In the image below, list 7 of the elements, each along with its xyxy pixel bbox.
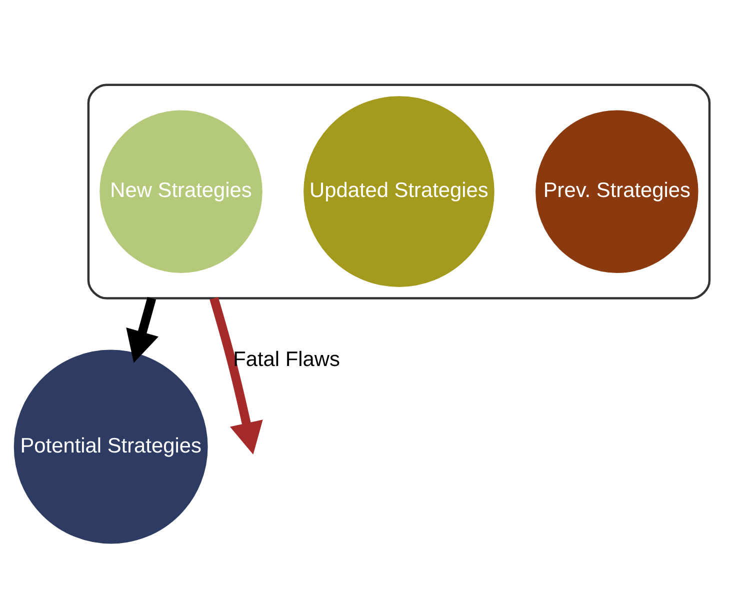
- arrow: [210, 296, 263, 455]
- node-circle: Updated Strategies: [304, 96, 494, 287]
- cluster: [87, 84, 711, 300]
- arrow: [126, 297, 159, 363]
- node-circle: New Strategies: [100, 110, 262, 273]
- node-circle: Potential Strategies: [14, 350, 208, 544]
- node-circle: Prev. Strategies: [536, 110, 698, 273]
